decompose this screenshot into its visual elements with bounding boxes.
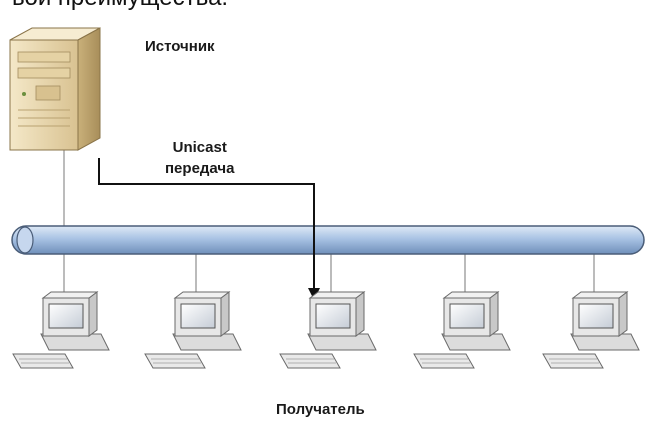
unicast-arrow-icon — [98, 158, 320, 300]
unicast-label-line2: передача — [165, 160, 235, 177]
computers — [12, 291, 640, 369]
receiver-label: Получатель — [276, 401, 365, 418]
desktop-computer-icon — [279, 291, 377, 369]
source-label: Источник — [145, 38, 215, 55]
desktop-computer-icon — [12, 291, 110, 369]
network-bus-icon — [11, 225, 645, 255]
server-tower-icon — [9, 27, 101, 151]
desktop-computer-icon — [542, 291, 640, 369]
drop-lines — [63, 150, 595, 300]
unicast-label-line1: Unicast — [172, 139, 227, 156]
unicast-transfer-label: Unicast передача — [165, 137, 234, 179]
desktop-computer-icon — [144, 291, 242, 369]
desktop-computer-icon — [413, 291, 511, 369]
top-caption: вои преимущества. — [12, 0, 228, 12]
